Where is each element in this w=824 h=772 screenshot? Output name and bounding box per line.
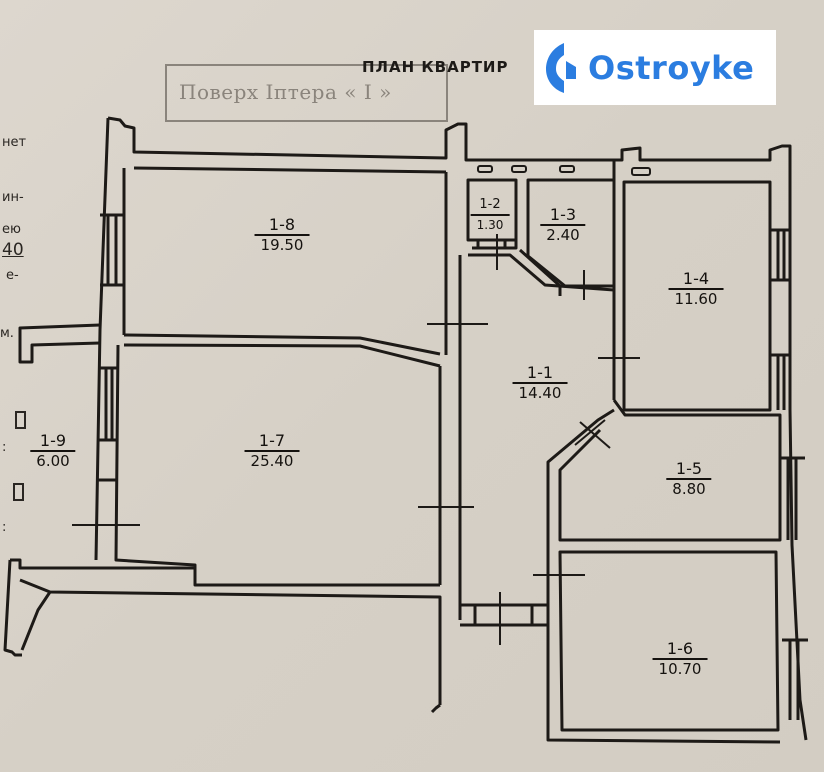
- logo-mark-icon: [546, 42, 576, 93]
- room-label-1-5: 1-5 8.80: [666, 460, 712, 498]
- margin-note: 40: [2, 240, 24, 260]
- margin-note: :: [2, 520, 7, 535]
- margin-note: :: [2, 440, 7, 455]
- room-label-1-4: 1-4 11.60: [668, 270, 724, 308]
- room-label-1-9: 1-9 6.00: [30, 432, 76, 470]
- floor-stamp: Поверх Iптера « I »: [165, 64, 448, 122]
- logo-text: Ostroyke: [588, 48, 755, 87]
- margin-note: ин-: [2, 190, 24, 205]
- margin-note: м.: [0, 326, 14, 341]
- room-label-1-7: 1-7 25.40: [244, 432, 300, 470]
- room-label-1-8: 1-8 19.50: [254, 216, 310, 254]
- stamp-text: Поверх Iптера « I »: [179, 80, 392, 104]
- room-label-1-1: 1-1 14.40: [512, 364, 568, 402]
- room-label-1-2: 1-2 1.30: [470, 196, 510, 234]
- margin-note: нет: [2, 135, 27, 150]
- plan-title: ПЛАН КВАРТИР: [362, 58, 509, 76]
- room-label-1-6: 1-6 10.70: [652, 640, 708, 678]
- margin-note: е-: [6, 268, 19, 283]
- room-label-1-3: 1-3 2.40: [540, 206, 586, 244]
- brand-logo: Ostroyke: [534, 30, 776, 105]
- margin-note: ею: [2, 222, 21, 237]
